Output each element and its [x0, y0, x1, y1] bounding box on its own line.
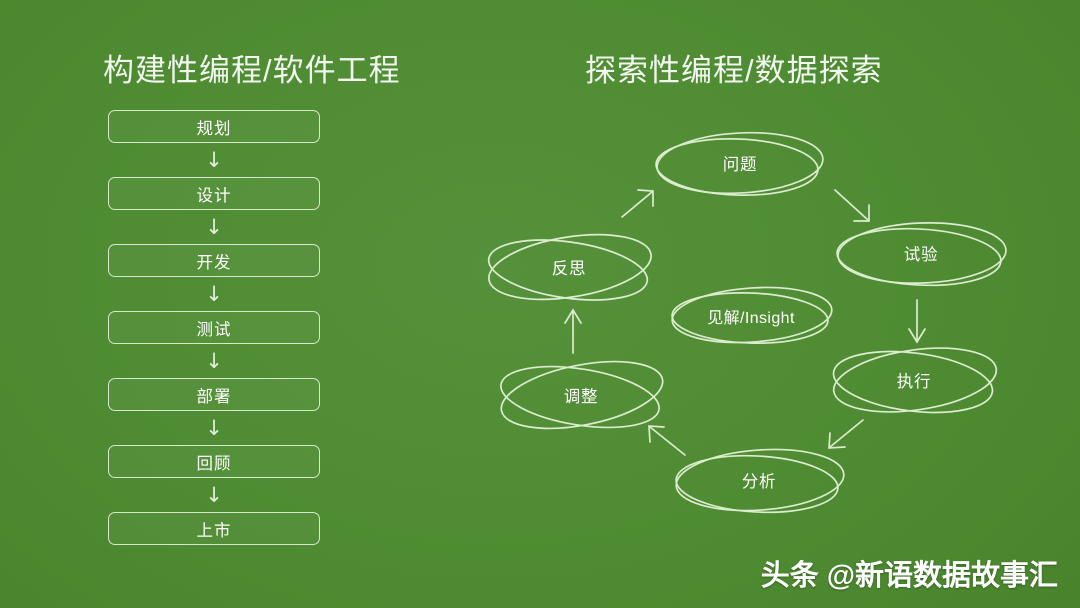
flow-step-label: 上市 — [196, 521, 232, 540]
watermark-handle: @新语数据故事汇 — [826, 560, 1058, 592]
node-ellipse-reflect — [487, 233, 652, 301]
flow-step-box: 回顾 — [108, 445, 320, 478]
right-panel-title: 探索性编程/数据探索 — [585, 53, 883, 88]
flow-step-label: 部署 — [196, 387, 232, 406]
flow-step-box: 测试 — [108, 311, 320, 344]
node-ellipse-execute — [832, 347, 998, 414]
left-panel-title: 构建性编程/软件工程 — [103, 53, 401, 88]
watermark: 头条 @新语数据故事汇 — [761, 552, 1058, 594]
flow-step-label: 开发 — [196, 253, 232, 272]
flow-step-box: 上市 — [108, 512, 320, 545]
flow-step-box: 部署 — [108, 378, 320, 411]
flow-step-label: 设计 — [196, 186, 232, 205]
node-ellipse-insight — [671, 286, 833, 344]
down-arrow-icon: ↓ — [205, 415, 223, 440]
connector-arrow-experiment-to-execute — [908, 299, 926, 344]
construction-programming-flowchart: 规划 ↓ 设计 ↓ 开发 ↓ 测试 ↓ 部署 ↓ 回顾 ↓ 上市 — [108, 110, 320, 545]
flow-step-label: 测试 — [196, 320, 232, 339]
node-ellipse-problem — [655, 131, 824, 196]
down-arrow-icon: ↓ — [205, 147, 223, 172]
flow-step-label: 回顾 — [196, 454, 232, 473]
watermark-brand: 头条 — [760, 560, 819, 592]
connector-arrow-adjust-to-reflect — [564, 308, 582, 354]
flow-step-box: 开发 — [108, 244, 320, 277]
down-arrow-icon: ↓ — [205, 482, 223, 507]
node-ellipse-experiment — [836, 222, 1007, 287]
connector-arrow-reflect-to-problem — [621, 189, 654, 218]
connector-arrow-analysis-to-adjust — [648, 425, 686, 456]
node-ellipse-analysis — [675, 448, 845, 514]
down-arrow-icon: ↓ — [205, 214, 223, 239]
connector-arrow-problem-to-experiment — [834, 189, 870, 222]
node-ellipse-adjust — [500, 360, 664, 430]
down-arrow-icon: ↓ — [205, 281, 223, 306]
connector-arrow-execute-to-analysis — [828, 419, 864, 449]
flow-step-label: 规划 — [196, 119, 232, 138]
flow-step-box: 规划 — [108, 110, 320, 143]
exploratory-programming-cycle: 问题 试验 执行 分析 调整 反思 见解/Insight — [460, 95, 1060, 545]
down-arrow-icon: ↓ — [205, 348, 223, 373]
flow-step-box: 设计 — [108, 177, 320, 210]
